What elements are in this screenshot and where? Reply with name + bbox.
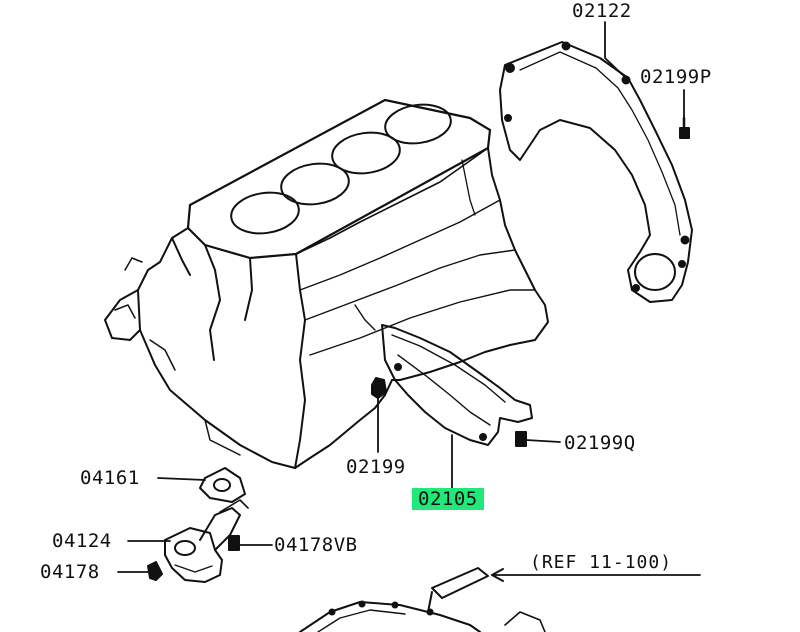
callout-04178[interactable]: 04178 — [40, 561, 100, 583]
callout-04178vb[interactable]: 04178VB — [274, 534, 358, 556]
callout-02199p[interactable]: 02199P — [640, 66, 712, 88]
bolt-02199p — [679, 116, 690, 139]
callout-02199q[interactable]: 02199Q — [564, 432, 636, 454]
rear-plate — [499, 41, 693, 303]
callout-02122[interactable]: 02122 — [572, 0, 632, 22]
bolt-04178 — [147, 561, 163, 581]
leader-lines — [117, 21, 701, 582]
dust-cover — [381, 324, 533, 446]
rear-plate-hole — [634, 253, 676, 291]
bolt-02199 — [371, 377, 387, 399]
cylinder-block — [104, 98, 549, 469]
cylinder-bore-1 — [230, 191, 300, 235]
callout-02199[interactable]: 02199 — [346, 456, 406, 478]
oil-level-gauge — [427, 567, 489, 613]
bolt-02199q — [515, 431, 527, 447]
oil-strainer-04124 — [164, 499, 249, 583]
oil-pan — [299, 600, 546, 632]
callout-04161[interactable]: 04161 — [80, 467, 140, 489]
reference-note[interactable]: (REF 11-100) — [530, 552, 673, 573]
gasket-04161 — [199, 467, 246, 503]
callout-04124[interactable]: 04124 — [52, 530, 112, 552]
cylinder-bore-3 — [331, 131, 401, 175]
callout-02105[interactable]: 02105 — [412, 488, 484, 510]
cylinder-bore-2 — [280, 162, 350, 206]
bolt-04178vb — [228, 535, 240, 551]
cylinder-bore-4 — [384, 103, 452, 145]
